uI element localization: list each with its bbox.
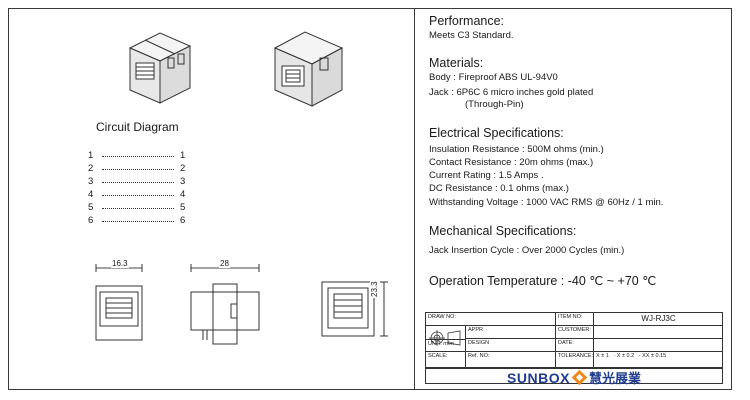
side-view bbox=[190, 264, 260, 345]
tolerance-3: · XX ± 0.15 bbox=[638, 353, 667, 359]
circuit-diagram-title: Circuit Diagram bbox=[96, 120, 179, 134]
ref-no-cell: Ref. NO: bbox=[466, 352, 556, 368]
unit-value: m/m bbox=[443, 341, 454, 347]
materials-jack: Jack : 6P6C 6 micro inches gold plated bbox=[429, 87, 594, 98]
iso-view-right bbox=[273, 31, 344, 107]
wire-5 bbox=[102, 208, 174, 209]
operation-temperature: Operation Temperature : -40 ℃ ~ +70 ℃ bbox=[429, 274, 657, 288]
brand-logo: SUNBOX 慧光展業 bbox=[425, 368, 723, 386]
electrical-withstanding: Withstanding Voltage : 1000 VAC RMS @ 60… bbox=[429, 197, 664, 208]
electrical-insulation: Insulation Resistance : 500M ohms (min.) bbox=[429, 144, 604, 155]
electrical-current: Current Rating : 1.5 Amps . bbox=[429, 170, 544, 181]
pin-left-6: 6 bbox=[88, 215, 94, 226]
draw-no-cell: DRAW NO: bbox=[426, 313, 556, 326]
pin-left-1: 1 bbox=[88, 150, 94, 161]
customer-cell: CUSTOMER: bbox=[556, 326, 594, 339]
mechanical-text: Jack Insertion Cycle : Over 2000 Cycles … bbox=[429, 245, 625, 256]
tolerance-values-cell: X ± 1 · X ± 0.2 · XX ± 0.15 bbox=[594, 352, 723, 368]
materials-jack-note: (Through-Pin) bbox=[465, 99, 524, 110]
pin-left-5: 5 bbox=[88, 202, 94, 213]
materials-body: Body : Fireproof ABS UL-94V0 bbox=[429, 72, 558, 83]
sunbox-diamond-icon bbox=[571, 369, 588, 386]
pin-right-1: 1 bbox=[180, 150, 186, 161]
item-value-cell: WJ-RJ3C bbox=[594, 313, 723, 326]
pin-left-3: 3 bbox=[88, 176, 94, 187]
title-block: DRAW NO: ITEM NO: WJ-RJ3C APPR CUSTOMER:… bbox=[425, 312, 723, 384]
unit-cell: UNIT: m/m bbox=[426, 339, 466, 352]
iso-view-left bbox=[128, 32, 192, 104]
pin-right-2: 2 bbox=[180, 163, 186, 174]
unit-label: UNIT: bbox=[428, 341, 442, 347]
back-view bbox=[321, 281, 388, 337]
frame-divider bbox=[414, 8, 415, 390]
pin-right-3: 3 bbox=[180, 176, 186, 187]
performance-title: Performance: bbox=[429, 14, 505, 28]
performance-text: Meets C3 Standard. bbox=[429, 30, 514, 41]
materials-title: Materials: bbox=[429, 56, 484, 70]
wire-6 bbox=[102, 221, 174, 222]
electrical-dc: DC Resistance : 0.1 ohms (max.) bbox=[429, 183, 569, 194]
design-cell: DESIGN bbox=[466, 339, 556, 352]
dim-width-label: 16.3 bbox=[111, 259, 129, 268]
wire-2 bbox=[102, 169, 174, 170]
pin-right-5: 5 bbox=[180, 202, 186, 213]
pin-right-6: 6 bbox=[180, 215, 186, 226]
date-cell: DATE: bbox=[556, 339, 594, 352]
tolerance-2: · X ± 0.2 bbox=[613, 353, 635, 359]
customer-value-cell bbox=[594, 326, 723, 339]
brand-name-zh: 慧光展業 bbox=[588, 371, 641, 386]
electrical-contact: Contact Resistance : 20m ohms (max.) bbox=[429, 157, 594, 168]
pin-right-4: 4 bbox=[180, 189, 186, 200]
pin-left-4: 4 bbox=[88, 189, 94, 200]
item-no-cell: ITEM NO: bbox=[556, 313, 594, 326]
front-view bbox=[95, 264, 143, 341]
brand-name-en: SUNBOX bbox=[507, 369, 570, 386]
tolerance-cell: TOLERANCE: bbox=[556, 352, 594, 368]
pin-left-2: 2 bbox=[88, 163, 94, 174]
tolerance-1: X ± 1 bbox=[596, 353, 609, 359]
drawing-frame bbox=[8, 8, 732, 390]
appr-cell: APPR bbox=[466, 326, 556, 339]
wire-4 bbox=[102, 195, 174, 196]
dim-length-label: 28 bbox=[219, 259, 230, 268]
dim-height-label: 23.3 bbox=[370, 280, 379, 298]
scale-cell: SCALE: bbox=[426, 352, 466, 368]
electrical-title: Electrical Specifications: bbox=[429, 126, 564, 140]
mechanical-title: Mechanical Specifications: bbox=[429, 224, 577, 238]
date-value-cell bbox=[594, 339, 723, 352]
wire-3 bbox=[102, 182, 174, 183]
wire-1 bbox=[102, 156, 174, 157]
